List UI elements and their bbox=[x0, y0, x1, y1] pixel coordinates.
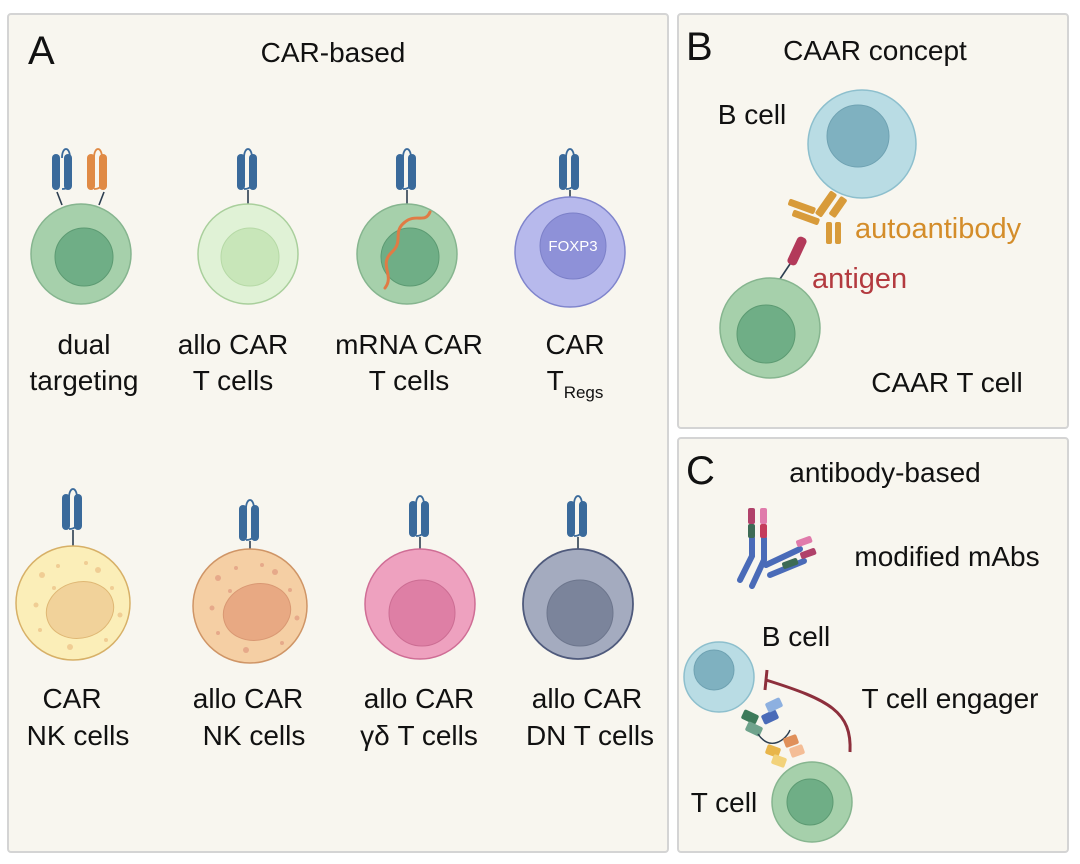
cell-label-line1: dual bbox=[58, 329, 111, 360]
cell-label-line2: T cells bbox=[193, 365, 273, 396]
cell-label-line1: allo CAR bbox=[193, 683, 303, 714]
b-cell-label: B cell bbox=[718, 99, 786, 130]
cell-nucleus bbox=[539, 212, 607, 280]
panel-b-title: CAAR concept bbox=[783, 35, 967, 66]
engager-inhibition-line bbox=[765, 678, 852, 753]
cell-label-line2: NK cells bbox=[27, 720, 130, 751]
car-receptor-icon bbox=[559, 148, 579, 190]
car-receptor-icon bbox=[409, 495, 429, 537]
cell-nucleus bbox=[54, 227, 114, 287]
foxp3-label: FOXP3 bbox=[548, 238, 597, 255]
cell-label-line2: TRegs bbox=[547, 365, 604, 402]
cell-allo-car-nk: allo CAR NK cells bbox=[192, 499, 308, 751]
cell-label-line1: allo CAR bbox=[532, 683, 642, 714]
cell-car-nk: CAR NK cells bbox=[15, 488, 131, 751]
caar-t-cell-nucleus bbox=[736, 304, 796, 364]
cell-dual-targeting: dual targeting bbox=[30, 148, 139, 396]
modified-mab-icon bbox=[737, 508, 817, 589]
panel-b: B CAAR concept B cell autoantibody antig… bbox=[677, 13, 1069, 429]
cell-mrna-car-t: mRNA CAR T cells bbox=[335, 148, 483, 396]
autoantibody-label: autoantibody bbox=[855, 213, 1022, 245]
b-cell-nucleus bbox=[826, 104, 890, 168]
c-t-cell-nucleus bbox=[786, 778, 834, 826]
cell-allo-car-t: allo CAR T cells bbox=[178, 148, 299, 396]
car-receptor-icon bbox=[237, 148, 257, 190]
cell-label-line1: mRNA CAR bbox=[335, 329, 483, 360]
cell-car-tregs: FOXP3 CAR TRegs bbox=[514, 148, 626, 402]
mrna-strand-icon bbox=[383, 210, 432, 290]
panel-a: A CAR-based dual targeting bbox=[7, 13, 669, 853]
t-cell-engager-label: T cell engager bbox=[862, 683, 1039, 714]
treg-subscript: Regs bbox=[564, 383, 604, 402]
cell-label-line1: CAR bbox=[545, 329, 604, 360]
antigen-label: antigen bbox=[812, 263, 907, 295]
cell-allo-car-dn-t: allo CAR DN T cells bbox=[522, 495, 654, 751]
c-b-cell-nucleus bbox=[693, 649, 735, 691]
cell-nucleus bbox=[380, 227, 440, 287]
modified-mabs-label: modified mAbs bbox=[854, 541, 1039, 572]
caar-t-cell-label: CAAR T cell bbox=[871, 367, 1022, 398]
car-receptor-icon bbox=[62, 488, 82, 530]
granules bbox=[33, 561, 123, 650]
cell-nucleus bbox=[220, 227, 280, 287]
car-receptor-icon bbox=[52, 148, 72, 190]
cell-label-line2: γδ T cells bbox=[360, 720, 478, 751]
cell-label-line1: CAR bbox=[42, 683, 101, 714]
c-t-cell-label: T cell bbox=[691, 787, 757, 818]
inhibition-bar-icon bbox=[763, 669, 769, 691]
car-receptor-icon bbox=[239, 499, 259, 541]
cell-allo-car-gd-t: allo CAR γδ T cells bbox=[360, 495, 478, 751]
panel-a-frame bbox=[7, 13, 669, 853]
antigen-icon bbox=[787, 236, 807, 266]
cell-label-line1: allo CAR bbox=[364, 683, 474, 714]
cell-nucleus bbox=[222, 583, 292, 641]
cell-nucleus bbox=[546, 579, 614, 647]
cell-label-line2: T cells bbox=[369, 365, 449, 396]
panel-a-letter: A bbox=[28, 29, 55, 73]
panel-b-letter: B bbox=[686, 25, 713, 69]
granules bbox=[209, 563, 300, 653]
panel-c-letter: C bbox=[686, 449, 715, 493]
bispecific-engager-icon bbox=[741, 697, 805, 768]
c-b-cell-label: B cell bbox=[762, 621, 830, 652]
car-receptor-icon bbox=[567, 495, 587, 537]
cell-nucleus bbox=[388, 579, 456, 647]
cell-label-line1: allo CAR bbox=[178, 329, 288, 360]
treg-t: T bbox=[547, 365, 564, 396]
panel-c: C antibody-based modified mAbs B cell T … bbox=[677, 437, 1069, 853]
cell-label-line2: NK cells bbox=[203, 720, 306, 751]
car-receptor-orange-icon bbox=[87, 148, 107, 190]
cell-nucleus bbox=[45, 581, 115, 639]
panel-a-title: CAR-based bbox=[261, 37, 406, 68]
cell-label-line2: targeting bbox=[30, 365, 139, 396]
autoantibody-icon bbox=[788, 191, 847, 244]
panel-c-title: antibody-based bbox=[789, 457, 980, 488]
car-receptor-icon bbox=[396, 148, 416, 190]
cell-label-line2: DN T cells bbox=[526, 720, 654, 751]
